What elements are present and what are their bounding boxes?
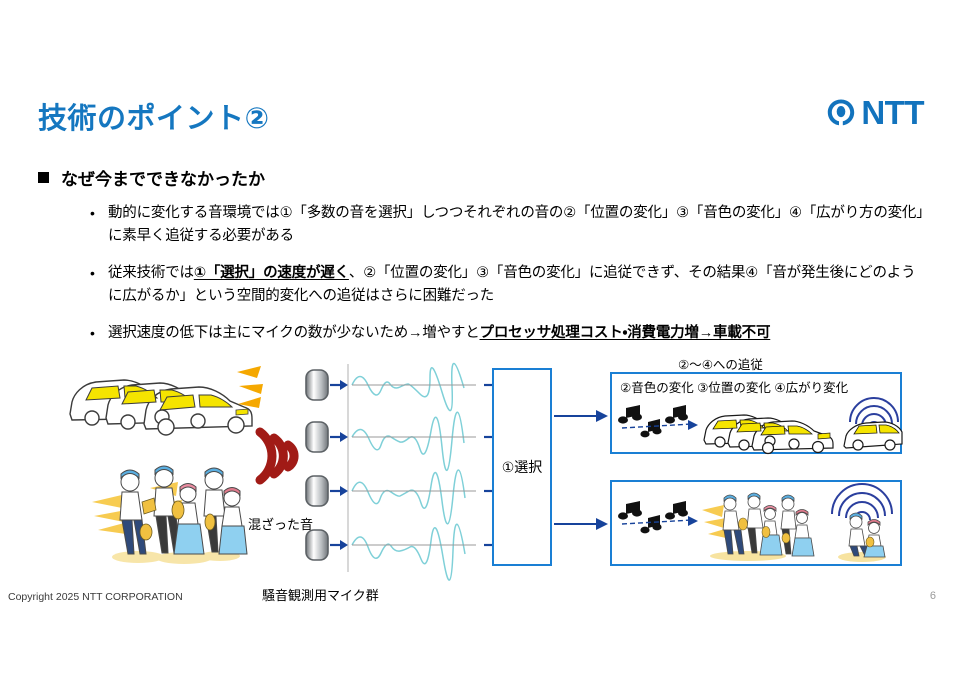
result-box-title: ②音色の変化 ③位置の変化 ④広がり変化 — [620, 381, 849, 395]
select-block-label: ①選択 — [501, 459, 543, 475]
ntt-spiral-icon — [826, 98, 856, 128]
cars-illustration — [62, 362, 253, 442]
mic-array-group — [305, 362, 560, 581]
square-bullet-icon — [38, 172, 49, 183]
bullet-text-part: 動的に変化する音環境では①「多数の音を選択」しつつそれぞれの音の②「位置の変化」… — [108, 205, 924, 244]
list-item: • 従来技術では①「選択」の速度が遅く、②「位置の変化」③「音色の変化」に追従で… — [86, 262, 924, 308]
page-number: 6 — [929, 590, 936, 602]
bullet-text-part: 選択速度の低下は主にマイクの数が少ないため→増やすと — [108, 325, 480, 341]
label-mixed-sound: 混ざった音 — [248, 517, 314, 532]
result-bottom-graphics — [618, 483, 900, 562]
select-block: ①選択 — [492, 368, 552, 566]
ntt-wordmark: NTT — [861, 94, 924, 131]
result-top-graphics — [618, 397, 903, 455]
select-output-arrows — [552, 368, 614, 566]
bullet-text-emphasis: ①「選択」の速度が遅く — [193, 265, 349, 281]
mixed-sound-waves-icon — [252, 418, 310, 494]
bullet-text-emphasis: プロセッサ処理コスト・消費電力増→車載不可 — [479, 325, 771, 341]
result-box-cars: ②音色の変化 ③位置の変化 ④広がり変化 — [610, 372, 903, 455]
label-tracking: ②〜④への追従 — [678, 358, 763, 372]
diagram-figure: 混ざった音 騒音観測用マイク群 ②〜④への追従 — [0, 352, 960, 612]
list-item: • 動的に変化する音環境では①「多数の音を選択」しつつそれぞれの音の②「位置の変… — [86, 202, 924, 248]
result-box-people — [610, 480, 902, 566]
bullet-text: 従来技術では①「選択」の速度が遅く、②「位置の変化」③「音色の変化」に追従できず… — [108, 262, 924, 308]
page-title: 技術のポイント② — [38, 103, 270, 135]
list-item: • 選択速度の低下は主にマイクの数が少ないため→増やすとプロセッサ処理コスト・消… — [86, 322, 924, 345]
bullet-text-part: 、②「位置の変化」③「音色の変化」に追従できず、その結果④「音が発生後にどのよう… — [108, 265, 916, 304]
burst-icon — [235, 364, 271, 412]
bullet-list: • 動的に変化する音環境では①「多数の音を選択」しつつそれぞれの音の②「位置の変… — [86, 202, 924, 359]
bullet-marker: • — [90, 325, 95, 341]
label-mic-array: 騒音観測用マイク群 — [262, 588, 379, 603]
bullet-text: 動的に変化する音環境では①「多数の音を選択」しつつそれぞれの音の②「位置の変化」… — [108, 202, 924, 248]
bullet-marker: • — [90, 265, 95, 281]
bullet-text-part: 従来技術では — [108, 265, 194, 281]
copyright-text: Copyright 2025 NTT CORPORATION — [8, 591, 183, 603]
bullet-marker: • — [90, 205, 95, 221]
section-heading-text: なぜ今までできなかったか — [61, 170, 265, 189]
bullet-text: 選択速度の低下は主にマイクの数が少ないため→増やすとプロセッサ処理コスト・消費電… — [108, 322, 924, 345]
people-illustration — [92, 458, 252, 570]
ntt-logo: NTT — [826, 96, 924, 129]
section-heading: なぜ今までできなかったか — [38, 165, 265, 190]
